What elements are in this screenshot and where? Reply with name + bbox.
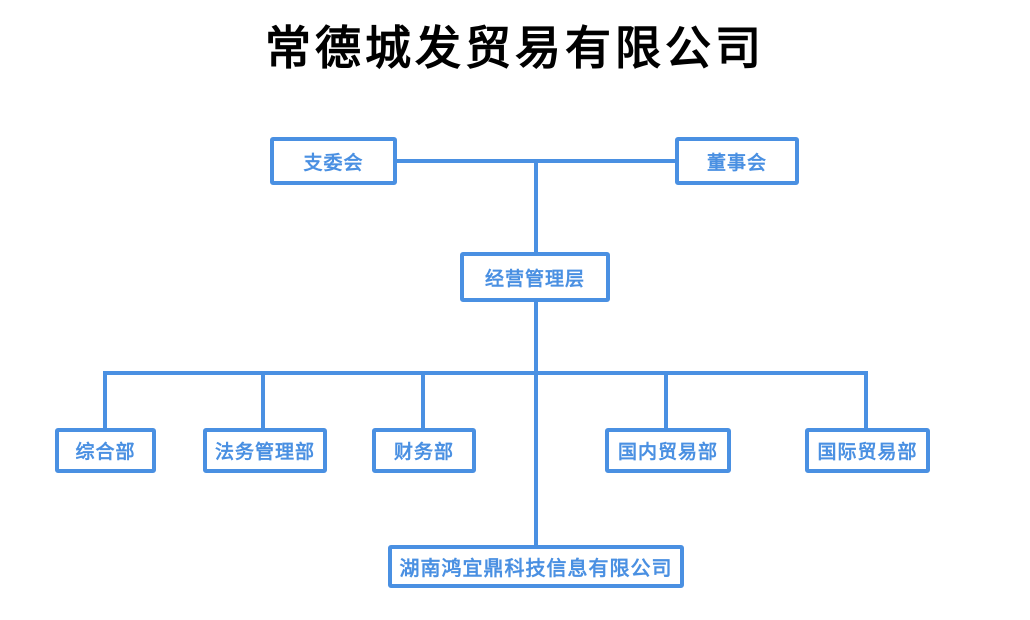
- node-label: 董事会: [706, 152, 767, 174]
- connector-drop-finance-dept: [421, 371, 425, 428]
- node-general-dept: 综合部: [55, 428, 156, 473]
- connector-center-vertical-upper: [534, 159, 538, 252]
- node-legal-affairs-dept: 法务管理部: [203, 428, 327, 473]
- node-management-layer: 经营管理层: [460, 252, 610, 302]
- node-label: 国际贸易部: [817, 442, 918, 463]
- connector-drop-domestic-trade: [664, 371, 668, 428]
- connector-drop-legal-dept: [261, 371, 265, 428]
- node-finance-dept: 财务部: [372, 428, 476, 473]
- node-label: 法务管理部: [214, 442, 315, 463]
- connector-level3-horizontal: [103, 371, 868, 375]
- node-label: 综合部: [75, 442, 136, 463]
- connector-drop-international-trade: [864, 371, 868, 428]
- node-party-committee: 支委会: [270, 137, 397, 185]
- connector-drop-general-dept: [103, 371, 107, 428]
- node-board-of-directors: 董事会: [675, 137, 799, 185]
- node-label: 财务部: [393, 442, 454, 463]
- node-label: 湖南鸿宜鼎科技信息有限公司: [399, 558, 673, 580]
- node-domestic-trade-dept: 国内贸易部: [605, 428, 731, 473]
- node-label: 经营管理层: [484, 268, 585, 290]
- node-subsidiary-company: 湖南鸿宜鼎科技信息有限公司: [388, 545, 684, 588]
- node-label: 支委会: [303, 152, 364, 174]
- node-label: 国内贸易部: [617, 442, 718, 463]
- node-international-trade-dept: 国际贸易部: [805, 428, 930, 473]
- connector-center-vertical-lower: [534, 302, 538, 545]
- page-title: 常德城发贸易有限公司: [265, 23, 765, 74]
